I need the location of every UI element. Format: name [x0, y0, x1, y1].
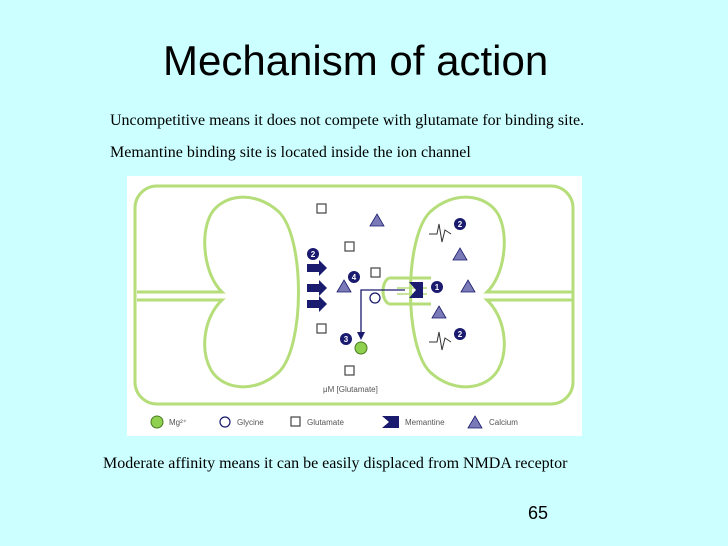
- mg-circle: [354, 341, 368, 355]
- page-number: 65: [528, 503, 549, 523]
- step-marker-2-bottom: 2: [454, 328, 466, 340]
- legend-calcium: Calcium: [489, 418, 518, 427]
- step-marker-4: 4: [348, 271, 360, 283]
- svg-text:2: 2: [311, 250, 316, 259]
- bullet-affinity: Moderate affinity means it can be easily…: [103, 455, 568, 472]
- spike-icon: [429, 223, 452, 243]
- bullet-uncompetitive: Uncompetitive means it does not compete …: [110, 112, 585, 129]
- glutamate-square: [344, 365, 355, 376]
- svg-text:1: 1: [435, 283, 440, 292]
- mg-displacement-path: [360, 289, 405, 336]
- spike-icon: [429, 331, 452, 351]
- svg-text:2: 2: [458, 220, 463, 229]
- glutamate-square: [316, 323, 327, 334]
- arrow-2: [307, 280, 327, 296]
- ion-channel: [381, 276, 431, 306]
- step-marker-1: 1: [431, 281, 443, 293]
- step-marker-3: 3: [340, 333, 352, 345]
- legend-glycine: Glycine: [237, 418, 264, 427]
- slide-title: Mechanism of action: [163, 37, 549, 84]
- svg-text:2: 2: [458, 330, 463, 339]
- legend-glycine-icon: [219, 416, 231, 428]
- step-marker-2-top: 2: [454, 218, 466, 230]
- postsynaptic-terminal: [409, 195, 572, 389]
- arrow-1: [307, 260, 327, 276]
- glycine-circle: [369, 292, 381, 304]
- glutamate-square: [344, 241, 355, 252]
- calcium-triangle: [431, 305, 447, 319]
- outer-membrane: [133, 184, 575, 406]
- nmda-mechanism-diagram: 1 2 2 2 3 4 μM [Glutamate] Mg²⁺ G: [127, 176, 582, 436]
- release-arrows: [307, 260, 327, 312]
- presynaptic-terminal: [137, 195, 300, 389]
- legend-calcium-icon: [467, 415, 483, 429]
- legend-memantine-icon: [382, 416, 399, 428]
- svg-text:3: 3: [344, 335, 349, 344]
- glutamate-axis-label: μM [Glutamate]: [323, 385, 378, 394]
- legend-glutamate-icon: [290, 416, 301, 427]
- memantine-marker: [409, 282, 423, 298]
- bullet-binding-site: Memantine binding site is located inside…: [110, 144, 471, 161]
- arrow-3: [307, 296, 327, 312]
- legend-mg-icon: [150, 415, 164, 429]
- calcium-triangle: [452, 247, 468, 261]
- calcium-triangle: [336, 279, 352, 293]
- calcium-triangle: [369, 213, 385, 227]
- glutamate-molecules: [316, 203, 381, 376]
- glutamate-square: [316, 203, 327, 214]
- legend-glutamate: Glutamate: [307, 418, 344, 427]
- legend: Mg²⁺ Glycine Glutamate Memantine Calcium: [150, 415, 518, 429]
- diagram-svg: 1 2 2 2 3 4 μM [Glutamate] Mg²⁺ G: [133, 184, 575, 429]
- glutamate-square: [370, 267, 381, 278]
- svg-text:4: 4: [352, 273, 357, 282]
- legend-mg: Mg²⁺: [169, 418, 187, 427]
- step-marker-2-left: 2: [307, 248, 319, 260]
- calcium-triangle: [460, 279, 476, 293]
- legend-memantine: Memantine: [405, 418, 445, 427]
- calcium-ions: [336, 213, 476, 319]
